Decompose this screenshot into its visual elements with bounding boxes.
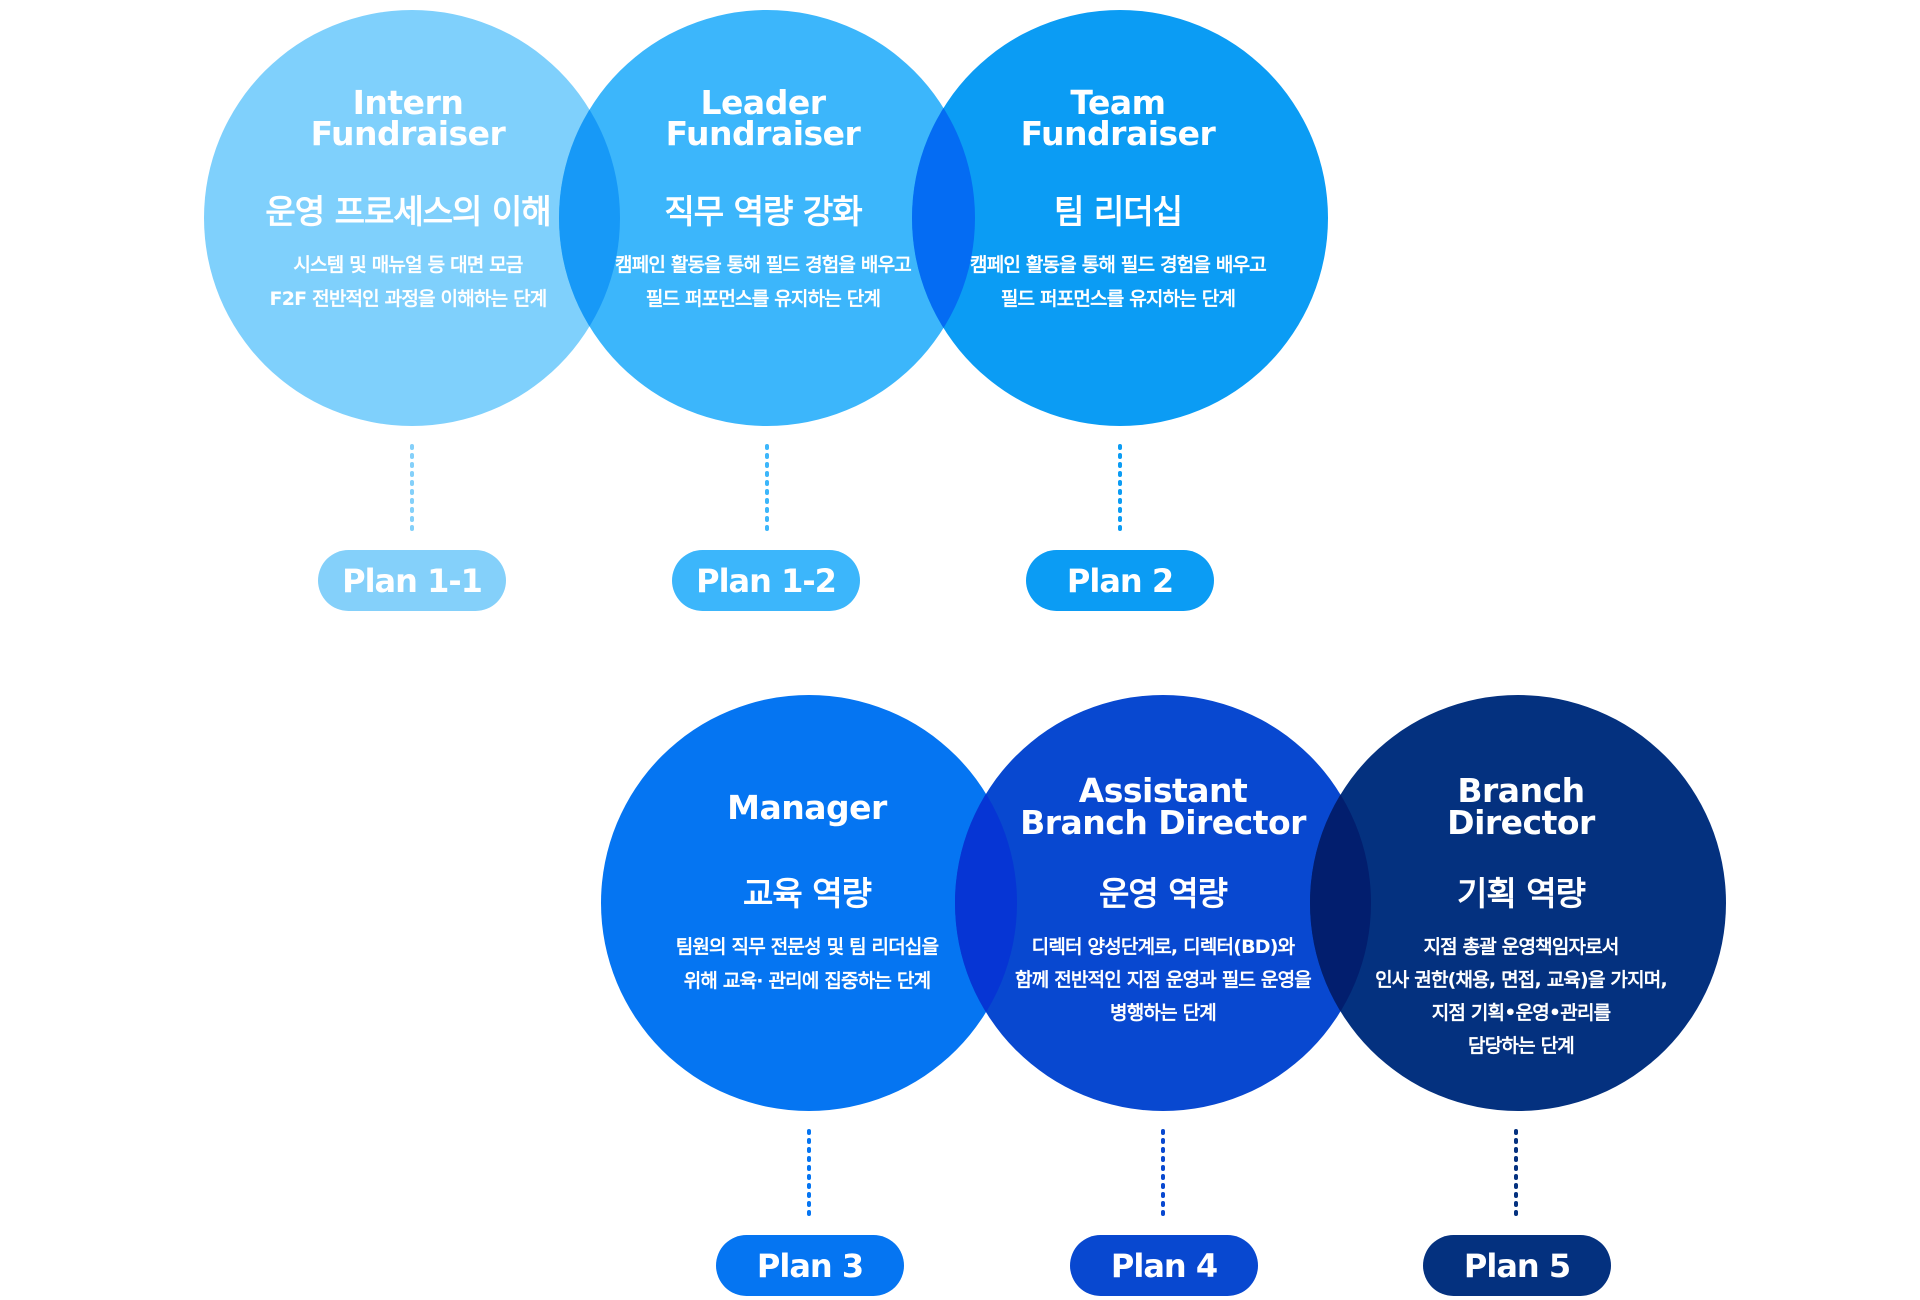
stage-title-line: Team (1070, 83, 1165, 122)
plan-label: Plan 1-2 (696, 562, 836, 600)
stage-title-line: Intern (353, 83, 464, 122)
stage-circle-manager (601, 695, 1017, 1111)
stage-subtitle: 운영 프로세스의 이해 (265, 192, 550, 231)
stage-description-line: 디렉터 양성단계로, 디렉터(BD)와 (1032, 936, 1296, 958)
stage-description-line: 팀원의 직무 전문성 및 팀 리더십을 (676, 936, 939, 958)
stage-description-line: 지점 총괄 운영책임자로서 (1423, 936, 1618, 958)
stage-circle-intern-fundraiser (204, 10, 620, 426)
stage-title-line: Fundraiser (1021, 114, 1217, 153)
plan-pill-1-2[interactable]: Plan 1-2 (672, 550, 860, 611)
plan-pill-background (318, 550, 506, 611)
plan-pill-1-1[interactable]: Plan 1-1 (318, 550, 506, 611)
stage-circle-leader-fundraiser (559, 10, 975, 426)
stage-title-line: Fundraiser (666, 114, 862, 153)
stage-title-line: Fundraiser (311, 114, 507, 153)
stage-title-line: Manager (727, 788, 888, 827)
stage-subtitle: 운영 역량 (1099, 874, 1228, 913)
stage-description-line: 함께 전반적인 지점 운영과 필드 운영을 (1015, 969, 1311, 991)
plan-label: Plan 3 (757, 1247, 863, 1285)
stage-subtitle: 기획 역량 (1457, 874, 1586, 913)
plan-pill-4[interactable]: Plan 4 (1070, 1235, 1258, 1296)
stage-description-line: 담당하는 단계 (1468, 1035, 1574, 1057)
stage-circle-team-fundraiser (912, 10, 1328, 426)
stage-manager: Manager 교육 역량 팀원의 직무 전문성 및 팀 리더십을 위해 교육·… (676, 788, 940, 992)
stage-description-line: 지점 기획•운영•관리를 (1432, 1002, 1611, 1024)
stage-title-line: Branch (1457, 771, 1584, 810)
stage-circle-branch-director (1310, 695, 1726, 1111)
stage-leader-fundraiser: Leader Fundraiser 직무 역량 강화 캠페인 활동을 통해 필드… (615, 83, 912, 310)
stage-description-line: 병행하는 단계 (1110, 1002, 1216, 1024)
stage-description-line: 위해 교육· 관리에 집중하는 단계 (684, 970, 931, 992)
stage-title-line: Assistant (1079, 771, 1248, 810)
plan-label: Plan 4 (1111, 1247, 1217, 1285)
plan-pill-background (1026, 550, 1214, 611)
plan-label: Plan 1-1 (342, 562, 482, 600)
stage-description-line: 캠페인 활동을 통해 필드 경험을 배우고 (615, 254, 911, 276)
plan-label: Plan 5 (1464, 1247, 1570, 1285)
stage-circle-assistant-branch-director (955, 695, 1371, 1111)
stage-title-line: Leader (701, 83, 827, 122)
stage-description-line: 시스템 및 매뉴얼 등 대면 모금 (293, 254, 523, 276)
stage-subtitle: 팀 리더십 (1054, 192, 1182, 231)
stage-description-line: 캠페인 활동을 통해 필드 경험을 배우고 (970, 254, 1266, 276)
stage-intern-fundraiser: Intern Fundraiser 운영 프로세스의 이해 시스템 및 매뉴얼 … (265, 83, 551, 310)
plan-pill-5[interactable]: Plan 5 (1423, 1235, 1611, 1296)
plan-pill-background (716, 1235, 904, 1296)
stage-assistant-branch-director: Assistant Branch Director 운영 역량 디렉터 양성단계… (1015, 771, 1312, 1024)
plan-label: Plan 2 (1067, 562, 1173, 600)
plan-pill-background (1070, 1235, 1258, 1296)
stage-description-line: F2F 전반적인 과정을 이해하는 단계 (270, 288, 547, 310)
plan-pill-3[interactable]: Plan 3 (716, 1235, 904, 1296)
stage-subtitle: 직무 역량 강화 (664, 192, 862, 231)
stage-subtitle: 교육 역량 (743, 874, 872, 913)
stage-branch-director: Branch Director 기획 역량 지점 총괄 운영책임자로서 인사 권… (1375, 771, 1668, 1057)
stage-description-line: 필드 퍼포먼스를 유지하는 단계 (646, 288, 880, 310)
plan-pill-background (1423, 1235, 1611, 1296)
stage-title-line: Branch Director (1020, 803, 1307, 842)
stage-description-line: 인사 권한(채용, 면접, 교육)을 가지며, (1375, 969, 1667, 991)
plan-pill-2[interactable]: Plan 2 (1026, 550, 1214, 611)
plan-pill-background (672, 550, 860, 611)
stage-team-fundraiser: Team Fundraiser 팀 리더십 캠페인 활동을 통해 필드 경험을 … (970, 83, 1267, 310)
stage-title-line: Director (1447, 803, 1596, 842)
stage-description-line: 필드 퍼포먼스를 유지하는 단계 (1001, 288, 1235, 310)
